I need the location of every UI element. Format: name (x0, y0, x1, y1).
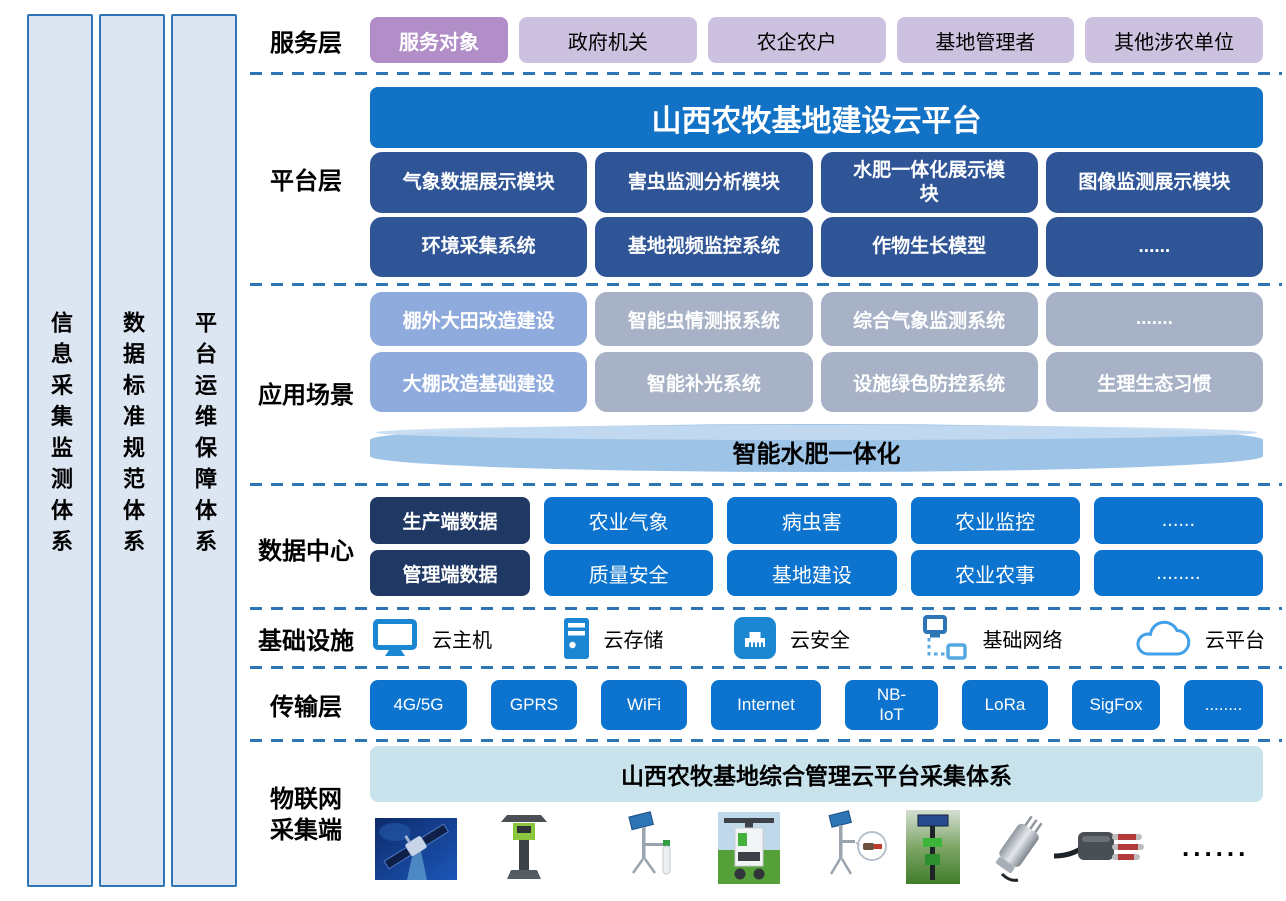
module-box: ...... (1045, 217, 1263, 277)
device-photo-insect-station (718, 812, 780, 884)
data-source-box: 管理端数据 (370, 550, 530, 596)
transport-box: NB- IoT (845, 680, 938, 730)
infra-label: 云主机 (432, 629, 492, 652)
module-box: 环境采集系统 (370, 217, 588, 277)
scenario-box: 大棚改造基础建设 (370, 352, 588, 412)
transport-box: WiFi (601, 680, 687, 730)
infra-item-cloud-security: 云安全 (734, 617, 850, 659)
iot-ellipsis: ...... (1182, 832, 1250, 862)
device-photo-sensor-probe (826, 810, 892, 884)
scenario-box: 智能补光系统 (595, 352, 813, 412)
transmission-layer-label: 传输层 (270, 694, 342, 721)
data-item-box: ........ (1093, 550, 1263, 596)
infra-label: 云平台 (1205, 629, 1265, 652)
separator (250, 666, 1282, 669)
infra-label: 基础网络 (982, 629, 1063, 652)
pillar-label: 数据标准规范体系 (120, 310, 145, 561)
fertigation-cylinder: 智能水肥一体化 (370, 424, 1263, 472)
platform-modules-row2: 环境采集系统 基地视频监控系统 作物生长模型 ...... (370, 217, 1263, 277)
device-photo-field-station (906, 810, 960, 884)
iot-layer-label: 物联网 采集端 (270, 786, 342, 844)
application-row1: 棚外大田改造建设 智能虫情测报系统 综合气象监测系统 ....... (370, 292, 1263, 346)
data-source-box: 生产端数据 (370, 497, 530, 544)
device-photo-soil-sensor (620, 810, 682, 884)
network-nodes-icon (921, 614, 969, 662)
application-layer-label: 应用场景 (258, 382, 354, 409)
transport-box: 4G/5G (370, 680, 467, 730)
scenario-box: 生理生态习惯 (1045, 352, 1263, 412)
data-item-box: 病虫害 (727, 497, 897, 544)
module-box: 图像监测展示模块 (1045, 152, 1263, 213)
data-center-row1: 生产端数据 农业气象 病虫害 农业监控 ...... (370, 497, 1263, 544)
monitor-icon (372, 618, 418, 658)
application-row2: 大棚改造基础建设 智能补光系统 设施绿色防控系统 生理生态习惯 (370, 352, 1263, 412)
service-item-box: 其他涉农单位 (1085, 17, 1263, 63)
scenario-box: 设施绿色防控系统 (820, 352, 1038, 412)
infra-label: 云存储 (603, 629, 664, 652)
separator (250, 739, 1282, 742)
device-photo-insect-lamp (498, 810, 550, 884)
scenario-box: 综合气象监测系统 (820, 292, 1038, 346)
service-layer-row: 服务对象 政府机关 农企农户 基地管理者 其他涉农单位 (370, 17, 1263, 63)
data-center-label: 数据中心 (258, 538, 354, 565)
device-photo-metal-probe (984, 810, 1046, 884)
device-photo-satellite (375, 818, 457, 880)
module-box: 害虫监测分析模块 (595, 152, 813, 213)
transport-box: Internet (711, 680, 821, 730)
infra-item-cloud-storage: 云存储 (563, 617, 664, 660)
separator (250, 72, 1282, 75)
scenario-box: 智能虫情测报系统 (595, 292, 813, 346)
module-box: 基地视频监控系统 (595, 217, 813, 277)
data-item-box: 农业气象 (544, 497, 714, 544)
separator (250, 283, 1282, 286)
ethernet-plug-icon (734, 617, 776, 659)
transport-box: SigFox (1072, 680, 1160, 730)
platform-layer-label: 平台层 (270, 168, 342, 195)
data-center-row2: 管理端数据 质量安全 基地建设 农业农事 ........ (370, 550, 1263, 596)
module-box: 作物生长模型 (820, 217, 1038, 277)
service-item-box: 农企农户 (707, 17, 886, 63)
pillar-info-collection: 信息采集监测体系 (27, 14, 93, 887)
transport-box: GPRS (491, 680, 577, 730)
transport-box: LoRa (962, 680, 1048, 730)
device-photo-soil-cable (1052, 822, 1148, 874)
pillar-label: 信息采集监测体系 (48, 310, 73, 561)
data-item-box: 质量安全 (544, 550, 714, 596)
data-item-box: 农业监控 (910, 497, 1080, 544)
infrastructure-row: 云主机 云存储 (372, 612, 1265, 664)
pillar-data-standard: 数据标准规范体系 (99, 14, 165, 887)
module-box: 气象数据展示模块 (370, 152, 588, 213)
infra-item-cloud-host: 云主机 (372, 618, 492, 658)
infra-label: 云安全 (790, 629, 850, 652)
service-item-box: 政府机关 (519, 17, 697, 63)
transmission-row: 4G/5G GPRS WiFi Internet NB- IoT LoRa Si… (370, 680, 1263, 730)
pillar-label: 平台运维保障体系 (192, 310, 217, 561)
separator (250, 483, 1282, 486)
infrastructure-label: 基础设施 (258, 628, 354, 655)
data-item-box: 农业农事 (910, 550, 1080, 596)
iot-banner: 山西农牧基地综合管理云平台采集体系 (370, 746, 1263, 802)
pillar-platform-ops: 平台运维保障体系 (171, 14, 237, 887)
separator (250, 607, 1282, 610)
data-item-box: 基地建设 (727, 550, 897, 596)
infra-item-cloud-platform: 云平台 (1133, 617, 1265, 659)
data-item-box: ...... (1093, 497, 1263, 544)
infra-item-network: 基础网络 (921, 614, 1063, 662)
transport-box: ........ (1184, 680, 1263, 730)
scenario-box: 棚外大田改造建设 (370, 292, 588, 346)
fertigation-cylinder-label: 智能水肥一体化 (732, 440, 901, 468)
platform-title-banner: 山西农牧基地建设云平台 (370, 87, 1263, 148)
service-layer-label: 服务层 (270, 30, 342, 57)
cloud-icon (1133, 617, 1191, 659)
module-box: 水肥一体化展示模 块 (820, 152, 1038, 213)
platform-modules-row1: 气象数据展示模块 害虫监测分析模块 水肥一体化展示模 块 图像监测展示模块 (370, 152, 1263, 213)
service-target-box: 服务对象 (370, 17, 508, 63)
scenario-box: ....... (1045, 292, 1263, 346)
server-icon (563, 617, 590, 660)
service-item-box: 基地管理者 (896, 17, 1075, 63)
